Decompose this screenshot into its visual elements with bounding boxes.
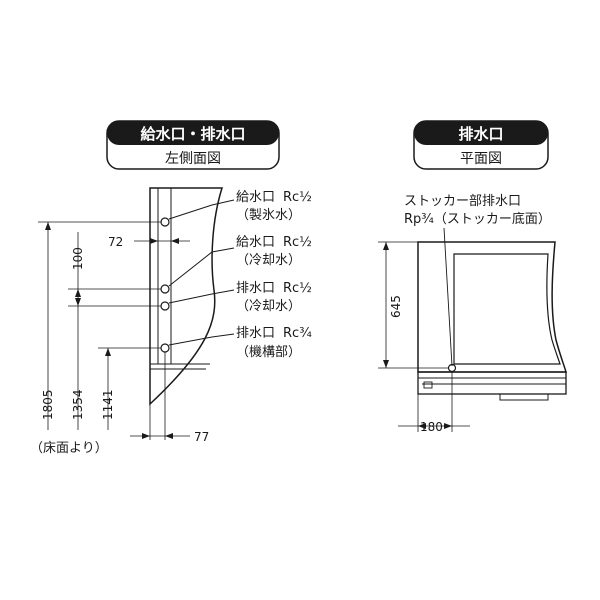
port-cooling-water-drain — [160, 301, 170, 311]
dim-72-label: 72 — [108, 235, 123, 249]
floor-note: （床面より） — [30, 441, 108, 456]
stocker-drain-spec: Rp¾（ストッカー底面） — [404, 211, 551, 227]
port-stocker-drain — [447, 363, 457, 373]
right-labels: ストッカー部排水口 Rp¾（ストッカー底面） — [404, 194, 551, 367]
arrow-180-left — [418, 423, 426, 429]
leader-port-1 — [168, 199, 235, 220]
arrow-1805 — [45, 222, 51, 230]
stocker-inner-outline — [453, 253, 561, 365]
arrow-645-bottom — [383, 360, 389, 368]
right-plan-view — [417, 241, 567, 401]
port-2-note: （冷却水） — [236, 253, 301, 268]
port-cooling-water-inlet — [160, 284, 170, 294]
arrow-645-top — [383, 242, 389, 250]
cabinet-plan-outline — [417, 241, 567, 373]
right-dimensions: 645 180 — [378, 241, 470, 434]
arrow-77-right — [165, 433, 173, 439]
arrow-1354 — [75, 289, 81, 297]
right-header: 排水口 平面図 — [413, 120, 549, 170]
front-detail-left — [423, 381, 433, 389]
dim-77-label: 77 — [194, 430, 209, 444]
front-handle — [499, 394, 549, 401]
dim-1141-label: 1141 — [101, 389, 115, 420]
cabinet-side-outline — [149, 187, 224, 406]
arrow-72-right — [171, 238, 179, 244]
left-header-frame — [106, 120, 280, 170]
dim-180-label: 180 — [420, 420, 443, 434]
left-side-view — [149, 187, 235, 406]
right-title-pill — [414, 121, 548, 145]
arrow-77-left — [142, 433, 150, 439]
port-3-note: （冷却水） — [236, 299, 301, 314]
port-1-note: （製氷水） — [236, 208, 301, 223]
stocker-drain-label: ストッカー部排水口 — [404, 194, 521, 209]
left-title-pill — [107, 121, 279, 145]
leader-port-3 — [168, 289, 235, 304]
leader-port-4 — [168, 333, 235, 346]
dim-100-label: 100 — [71, 247, 85, 270]
front-panel — [417, 371, 567, 395]
arrow-1141 — [105, 348, 111, 356]
right-subtitle: 平面図 — [460, 151, 502, 167]
port-4-note: （機構部） — [236, 345, 301, 360]
right-header-frame — [413, 120, 549, 170]
dim-1805-label: 1805 — [41, 389, 55, 420]
left-header: 給水口・排水口 左側面図 — [106, 120, 280, 170]
arrow-180-right — [444, 423, 452, 429]
arrow-100 — [75, 298, 81, 306]
left-title: 給水口・排水口 — [140, 125, 245, 143]
leader-port-2 — [168, 247, 235, 287]
left-dimensions: 1805 1354 100 1141 72 77 （床面より） — [30, 221, 209, 456]
arrow-72-left — [150, 238, 158, 244]
leader-stocker-drain — [443, 227, 453, 367]
dim-645-label: 645 — [389, 295, 403, 318]
dim-1354-label: 1354 — [71, 389, 85, 420]
port-ice-water-inlet — [160, 217, 170, 227]
left-subtitle: 左側面図 — [165, 151, 221, 167]
port-mechanism-drain — [160, 343, 170, 353]
right-title: 排水口 — [458, 125, 503, 143]
